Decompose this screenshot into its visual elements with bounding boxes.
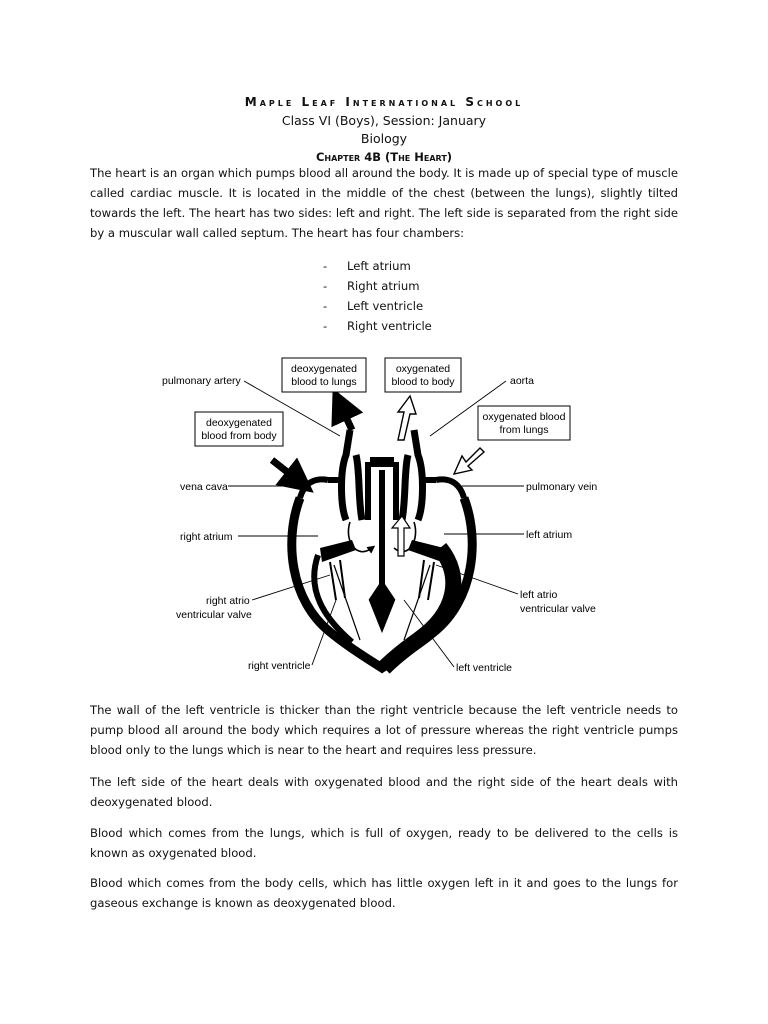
- chambers-list: -Left atrium -Right atrium -Left ventric…: [323, 256, 432, 336]
- paragraph-text: Blood which comes from the body cells, w…: [90, 876, 678, 910]
- class-session-line: Class VI (Boys), Session: January: [281, 113, 487, 128]
- intro-paragraph: The heart is an organ which pumps blood …: [90, 163, 678, 243]
- chamber-label: Left ventricle: [347, 299, 424, 313]
- intro-text: The heart is an organ which pumps blood …: [90, 166, 678, 240]
- left-ventricle-wall: [378, 542, 462, 674]
- label-deoxy-from-body-1: deoxygenated: [206, 417, 272, 429]
- right-ventricle-wall: [311, 554, 354, 645]
- school-name: Maple Leaf International School: [244, 95, 524, 109]
- chamber-label: Right atrium: [347, 279, 420, 293]
- paragraph-deoxygenated: Blood which comes from the body cells, w…: [90, 873, 678, 913]
- list-item: -Left atrium: [323, 256, 432, 276]
- box-oxy-to-body: [384, 357, 462, 393]
- label-oxy-to-body-1: oxygenated: [396, 363, 450, 375]
- label-left-valve-1: left atrio: [520, 589, 558, 601]
- label-pulmonary-artery: pulmonary artery: [162, 375, 242, 387]
- label-deoxy-from-body-2: blood from body: [201, 430, 277, 442]
- heart-outer-wall: [287, 496, 477, 674]
- list-item: -Right ventricle: [323, 316, 432, 336]
- label-right-valve-1: right atrio: [206, 595, 250, 607]
- box-deoxy-from-body: [194, 411, 284, 447]
- deoxy-from-body-arrow: [269, 457, 314, 493]
- label-left-ventricle: left ventricle: [456, 662, 512, 674]
- paragraph-text: The left side of the heart deals with ox…: [90, 775, 678, 809]
- list-item: -Left ventricle: [323, 296, 432, 316]
- label-aorta: aorta: [510, 375, 534, 387]
- chamber-label: Left atrium: [347, 259, 411, 273]
- right-valve: [320, 540, 356, 562]
- paragraph-text: Blood which comes from the lungs, which …: [90, 826, 678, 860]
- subject-line: Biology: [360, 131, 408, 146]
- deoxy-to-lungs-arrow: [331, 388, 364, 432]
- label-left-valve-2: ventricular valve: [520, 603, 596, 615]
- paragraph-oxygenated: Blood which comes from the lungs, which …: [90, 823, 678, 863]
- paragraph-text: The wall of the left ventricle is thicke…: [90, 703, 678, 757]
- label-vena-cava: vena cava: [180, 481, 228, 493]
- label-oxy-from-lungs-2: from lungs: [499, 424, 548, 436]
- septum: [368, 470, 396, 634]
- label-left-atrium: left atrium: [526, 529, 572, 541]
- left-valve: [408, 540, 444, 562]
- label-right-atrium: right atrium: [180, 531, 233, 543]
- label-oxy-from-lungs-1: oxygenated blood: [483, 411, 566, 423]
- box-oxy-from-lungs: [477, 405, 571, 441]
- label-deoxy-to-lungs-1: deoxygenated: [291, 363, 357, 375]
- chamber-label: Right ventricle: [347, 319, 432, 333]
- chapter-title: Chapter 4B (The Heart): [315, 150, 453, 164]
- oxy-from-lungs-arrow: [452, 447, 486, 475]
- heart-diagram: deoxygenated blood to lungs oxygenated b…: [162, 357, 597, 674]
- label-pulmonary-vein: pulmonary vein: [526, 481, 597, 493]
- label-oxy-to-body-2: blood to body: [391, 376, 455, 388]
- label-right-ventricle: right ventricle: [248, 660, 311, 672]
- label-deoxy-to-lungs-2: blood to lungs: [291, 376, 356, 388]
- paragraph-sides: The left side of the heart deals with ox…: [90, 772, 678, 812]
- list-item: -Right atrium: [323, 276, 432, 296]
- oxy-to-body-arrow: [396, 394, 417, 441]
- box-deoxy-to-lungs: [281, 357, 367, 393]
- aorta-vessel: [398, 429, 426, 522]
- pulmonary-artery-vessel: [338, 429, 366, 522]
- label-right-valve-2: ventricular valve: [176, 609, 252, 621]
- hollow-arrow-inner: [390, 514, 412, 557]
- paragraph-ventricle-wall: The wall of the left ventricle is thicke…: [90, 700, 678, 760]
